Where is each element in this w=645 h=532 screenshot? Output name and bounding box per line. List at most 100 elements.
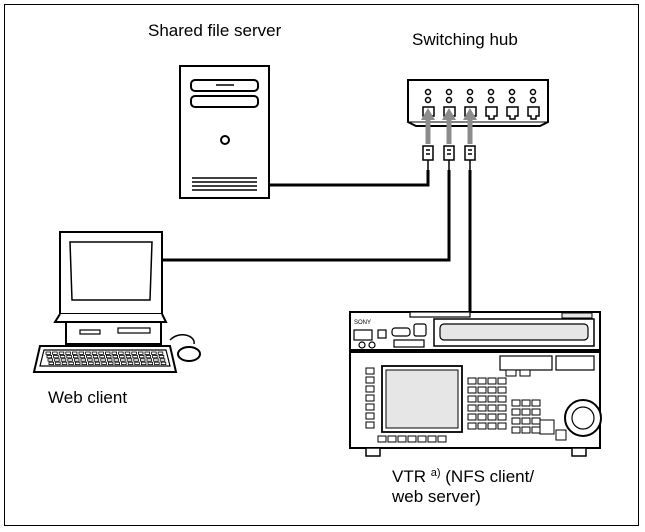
keyboard-key [75,361,81,366]
keyboard-key [92,354,99,359]
vtr-button [365,385,375,393]
keyboard-key [55,361,61,366]
keyboard-key [137,351,144,355]
vtr-button [365,394,375,402]
keyboard-key [98,351,104,355]
vtr-button [511,417,521,425]
vtr-button [511,399,521,407]
keyboard-key [105,351,111,355]
vtr-button [521,426,531,434]
keyboard-key [133,358,139,362]
vtr-button [477,377,487,385]
keyboard-key [86,354,92,359]
hub-led [424,88,432,96]
keyboard-key [113,358,119,362]
hub-led [445,88,453,96]
keyboard-key [154,361,160,366]
vtr-button [417,435,427,443]
web-client-icon [32,231,201,373]
keyboard-key [67,358,73,362]
keyboard-key [74,358,80,362]
vtr-label-line1: VTR a) (NFS client/ [392,462,534,488]
keyboard-key [100,358,106,362]
hub-port [506,106,519,120]
keyboard-key [140,361,147,366]
keyboard-key [158,354,165,359]
vtr-button [365,403,375,411]
keyboard-key [52,351,58,355]
plug-arrow-heads [421,108,477,120]
keyboard-key [118,351,124,355]
vtr-button [487,386,497,394]
vtr-button [477,386,487,394]
keyboard-key [111,351,117,355]
keyboard-key [147,361,153,366]
vtr-button [531,426,541,434]
keyboard-key [85,351,91,355]
keyboard-key [119,354,125,359]
keyboard-key [139,358,146,362]
hub-port [527,106,540,120]
vtr-button [427,435,437,443]
keyboard-key [107,358,113,362]
vtr-button [365,421,375,429]
keyboard-key [151,351,157,355]
vtr-button [521,417,531,425]
vtr-button [365,412,375,420]
keyboard-key [78,351,84,355]
keyboard-key [106,354,112,359]
vtr-icon [349,311,602,457]
plug-arrows [425,118,473,144]
keyboard-key [61,361,68,366]
vtr-button [511,408,521,416]
keyboard-key [159,358,166,362]
vtr-button [477,413,487,421]
vtr-front-controls [353,323,427,349]
keyboard-key [73,354,79,359]
vtr-button [505,369,517,377]
keyboard-key [91,351,98,355]
keyboard-key [60,358,67,362]
vtr-button [467,404,477,412]
keyboard-key [144,351,150,355]
cable-server [268,170,430,187]
hub-led [508,88,516,96]
keyboard-key [58,351,65,355]
keyboard-key [125,354,132,359]
server-label: Shared file server [148,21,282,40]
keyboard-key [153,358,159,362]
keyboard-key [114,361,120,366]
keyboard-key [145,354,151,359]
keyboard-key [146,358,152,362]
hub-led [466,88,474,96]
vtr-button [531,399,541,407]
vtr-button [497,395,507,403]
vtr-button [539,419,555,435]
keyboard-key [126,358,133,362]
vtr-button [531,417,541,425]
keyboard-key [120,358,126,362]
vtr-button [477,422,487,430]
hub-led [529,96,537,104]
keyboard-key [66,354,72,359]
vtr-button [519,369,531,377]
vtr-button [437,435,447,443]
cable-web-client [160,170,451,262]
connectors [422,145,476,170]
cables [160,170,472,312]
keyboard-key [88,361,94,366]
vtr-label-suffix: (NFS client/ [445,467,535,486]
keyboard-key [48,361,54,366]
vtr-button [365,376,375,384]
keyboard-key [131,351,137,355]
vtr-button [397,435,407,443]
vtr-button [477,395,487,403]
vtr-button [531,408,541,416]
hub-led [487,88,495,96]
keyboard-key [47,358,53,362]
keyboard-key [94,361,101,366]
keyboard-keys [45,351,167,366]
keyboard-key [80,358,86,362]
vtr-button [497,377,507,385]
keyboard-key [93,358,100,362]
